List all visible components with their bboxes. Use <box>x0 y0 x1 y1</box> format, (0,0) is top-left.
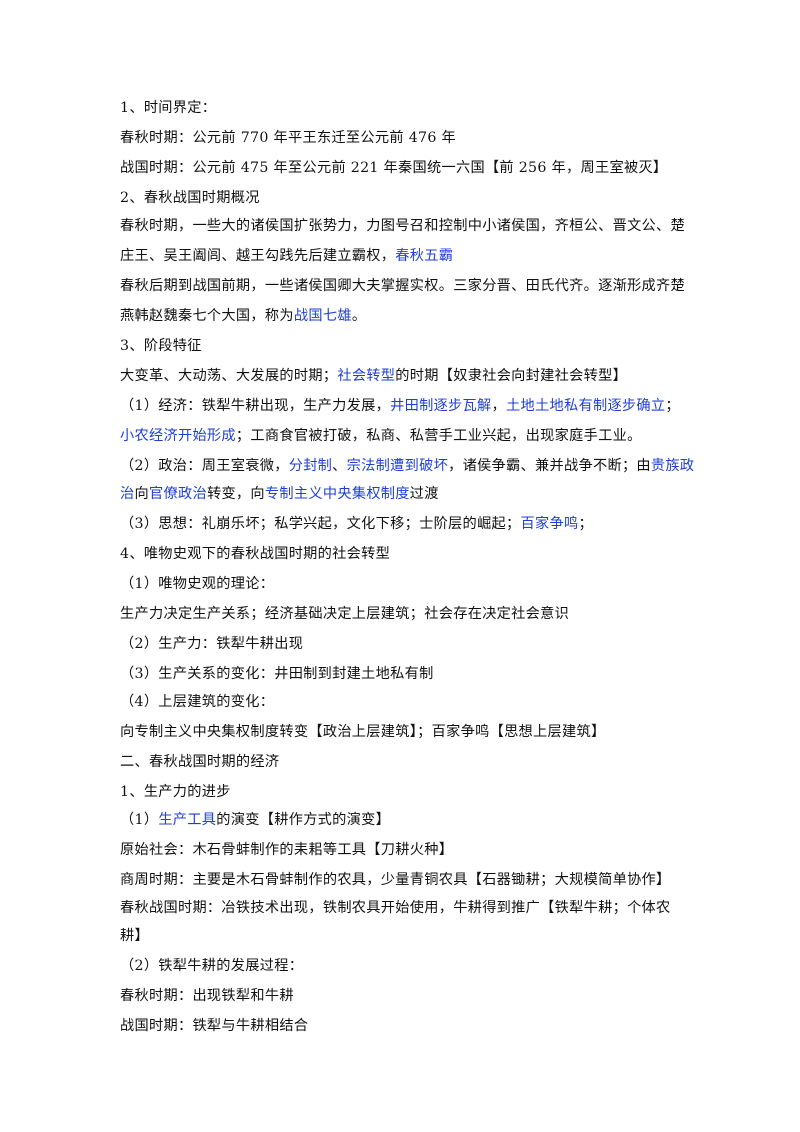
text-line: 春秋时期：出现铁犁和牛耕 <box>120 986 700 1006</box>
text-line: 春秋后期到战国前期，一些诸侯国卿大夫掌握实权。三家分晋、田氏代齐。逐渐形成齐楚 <box>120 276 700 296</box>
text-segment: 原始社会：木石骨蚌制作的耒耜等工具【刀耕火种】 <box>120 842 454 858</box>
text-line: 1、时间界定： <box>120 98 700 118</box>
text-segment: 3、阶段特征 <box>120 338 202 354</box>
text-segment: 1、时间界定： <box>120 100 217 116</box>
highlighted-term: 治 <box>120 486 135 502</box>
text-line: （1）生产工具的演变【耕作方式的演变】 <box>120 810 700 830</box>
text-segment: 春秋时期，一些大的诸侯国扩张势力，力图号召和控制中小诸侯国，齐桓公、晋文公、楚 <box>120 218 686 234</box>
highlighted-term: 小农经济开始形成 <box>120 428 236 444</box>
text-line: （4）上层建筑的变化： <box>120 692 700 712</box>
text-segment: （3）思想：礼崩乐坏；私学兴起，文化下移；士阶层的崛起； <box>120 516 521 532</box>
text-line: 二、春秋战国时期的经济 <box>120 752 700 772</box>
highlighted-term: 官僚政治 <box>149 486 207 502</box>
text-line: 战国时期：公元前 475 年至公元前 221 年秦国统一六国【前 256 年，周… <box>120 158 700 178</box>
text-segment: 春秋战国时期：冶铁技术出现，铁制农具开始使用，牛耕得到推广【铁犁牛耕；个体农 <box>120 900 671 916</box>
highlighted-term: 战国七雄 <box>293 308 352 324</box>
text-line: （2）生产力：铁犁牛耕出现 <box>120 634 700 654</box>
text-line: 春秋时期，一些大的诸侯国扩张势力，力图号召和控制中小诸侯国，齐桓公、晋文公、楚 <box>120 216 700 236</box>
text-line: 庄王、吴王阖闾、越王勾践先后建立霸权，春秋五霸 <box>120 246 700 266</box>
highlighted-term: 百家争鸣 <box>520 516 579 532</box>
text-segment: 的演变【耕作方式的演变】 <box>216 812 391 828</box>
text-segment: 商周时期：主要是木石骨蚌制作的农具，少量青铜农具【石器锄耕；大规模简单协作】 <box>120 872 671 888</box>
highlighted-term: 社会转型 <box>337 368 396 384</box>
text-line: （2）政治：周王室衰微，分封制、宗法制遭到破坏，诸侯争霸、兼并战争不断；由贵族政 <box>120 456 700 476</box>
text-line: 向专制主义中央集权制度转变【政治上层建筑】；百家争鸣【思想上层建筑】 <box>120 722 700 742</box>
text-segment: （3）生产关系的变化：井田制到封建土地私有制 <box>120 666 434 682</box>
text-segment: （2）铁犁牛耕的发展过程： <box>120 958 304 974</box>
text-segment: （4）上层建筑的变化： <box>120 694 275 710</box>
text-line: 春秋战国时期：冶铁技术出现，铁制农具开始使用，牛耕得到推广【铁犁牛耕；个体农 <box>120 898 700 918</box>
text-segment: ；工商食官被打破，私商、私营手工业兴起，出现家庭手工业。 <box>235 428 642 444</box>
text-segment: 2、春秋战国时期概况 <box>120 190 260 206</box>
text-segment: 、 <box>332 458 347 474</box>
text-line: 春秋时期：公元前 770 年平王东迁至公元前 476 年 <box>120 128 700 148</box>
text-segment: 向 <box>134 486 149 502</box>
highlighted-term: 分封制 <box>288 458 333 474</box>
text-line: 治向官僚政治转变，向专制主义中央集权制度过渡 <box>120 484 700 504</box>
text-segment: （1） <box>120 812 159 828</box>
text-segment: ， <box>491 398 507 414</box>
text-segment: 战国时期：铁犁与牛耕相结合 <box>120 1018 309 1034</box>
text-line: 大变革、大动荡、大发展的时期；社会转型的时期【奴隶社会向封建社会转型】 <box>120 366 700 386</box>
text-line: 生产力决定生产关系；经济基础决定上层建筑；社会存在决定社会意识 <box>120 604 700 624</box>
highlighted-term: 生产工具 <box>158 812 217 828</box>
text-segment: ，诸侯争霸、兼并战争不断；由 <box>448 458 651 474</box>
text-line: （1）唯物史观的理论： <box>120 574 700 594</box>
text-segment: 春秋时期：公元前 770 年平王东迁至公元前 476 年 <box>120 130 456 146</box>
text-line: （2）铁犁牛耕的发展过程： <box>120 956 700 976</box>
highlighted-term: 宗法制遭到破坏 <box>346 458 449 474</box>
text-segment: 二、春秋战国时期的经济 <box>120 754 280 770</box>
text-segment: 耕】 <box>120 928 149 944</box>
text-segment: 大变革、大动荡、大发展的时期； <box>120 368 338 384</box>
text-segment: （2）政治：周王室衰微， <box>120 458 289 474</box>
text-segment: 庄王、吴王阖闾、越王勾践先后建立霸权， <box>120 248 396 264</box>
highlighted-term: 专制主义中央集权制度 <box>264 486 410 502</box>
text-segment: 春秋时期：出现铁犁和牛耕 <box>120 988 294 1004</box>
text-line: 燕韩赵魏秦七个大国，称为战国七雄。 <box>120 306 700 326</box>
highlighted-term: 井田制逐步瓦解 <box>390 398 492 414</box>
text-line: 小农经济开始形成；工商食官被打破，私商、私营手工业兴起，出现家庭手工业。 <box>120 426 700 446</box>
text-line: 原始社会：木石骨蚌制作的耒耜等工具【刀耕火种】 <box>120 840 700 860</box>
text-segment: 转变，向 <box>206 486 265 502</box>
text-segment: 向专制主义中央集权制度转变【政治上层建筑】；百家争鸣【思想上层建筑】 <box>120 724 606 740</box>
text-segment: 。 <box>351 308 367 324</box>
text-line: 1、生产力的进步 <box>120 782 700 802</box>
text-segment: （1）经济：铁犁牛耕出现，生产力发展， <box>120 398 391 414</box>
text-line: 2、春秋战国时期概况 <box>120 188 700 208</box>
highlighted-term: 贵族政 <box>650 458 695 474</box>
text-segment: 1、生产力的进步 <box>120 784 231 800</box>
text-line: 耕】 <box>120 926 700 946</box>
text-line: （3）生产关系的变化：井田制到封建土地私有制 <box>120 664 700 684</box>
text-line: 3、阶段特征 <box>120 336 700 356</box>
text-segment: 生产力决定生产关系；经济基础决定上层建筑；社会存在决定社会意识 <box>120 606 570 622</box>
text-segment: 燕韩赵魏秦七个大国，称为 <box>120 308 294 324</box>
text-segment: 4、唯物史观下的春秋战国时期的社会转型 <box>120 546 391 562</box>
text-line: （1）经济：铁犁牛耕出现，生产力发展，井田制逐步瓦解，土地土地私有制逐步确立； <box>120 396 700 416</box>
text-line: 商周时期：主要是木石骨蚌制作的农具，少量青铜农具【石器锄耕；大规模简单协作】 <box>120 870 700 890</box>
text-segment: ； <box>665 398 680 414</box>
text-segment: 过渡 <box>409 486 439 502</box>
text-line: 4、唯物史观下的春秋战国时期的社会转型 <box>120 544 700 564</box>
text-segment: 的时期【奴隶社会向封建社会转型】 <box>395 368 628 384</box>
text-segment: 春秋后期到战国前期，一些诸侯国卿大夫掌握实权。三家分晋、田氏代齐。逐渐形成齐楚 <box>120 278 686 294</box>
text-segment: （2）生产力：铁犁牛耕出现 <box>120 636 304 652</box>
highlighted-term: 春秋五霸 <box>395 248 454 264</box>
text-line: （3）思想：礼崩乐坏；私学兴起，文化下移；士阶层的崛起；百家争鸣； <box>120 514 700 534</box>
highlighted-term: 土地土地私有制逐步确立 <box>506 398 666 414</box>
text-segment: （1）唯物史观的理论： <box>120 576 275 592</box>
text-line: 战国时期：铁犁与牛耕相结合 <box>120 1016 700 1036</box>
text-segment: 战国时期：公元前 475 年至公元前 221 年秦国统一六国【前 256 年，周… <box>120 160 668 176</box>
text-segment: ； <box>578 516 593 532</box>
